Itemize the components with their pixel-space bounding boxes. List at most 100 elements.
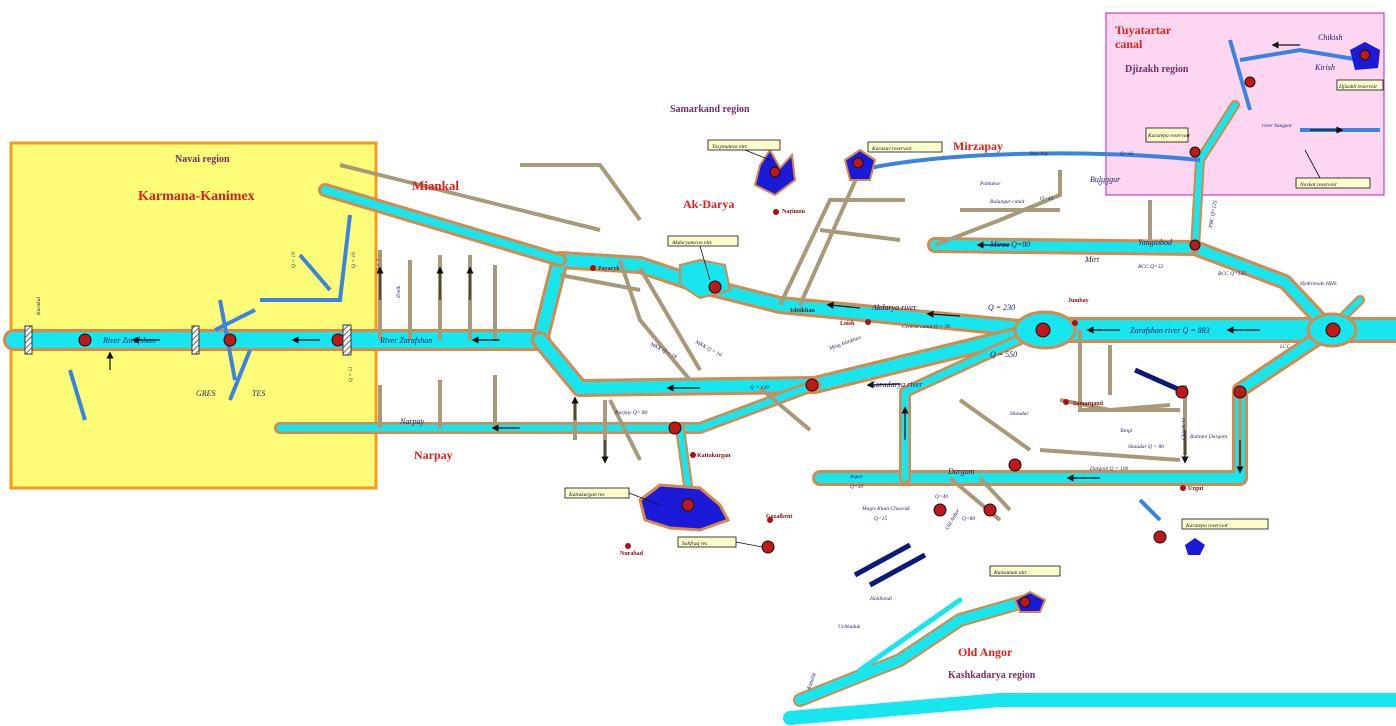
label-q-19: Q = 19	[291, 252, 297, 268]
gates	[24, 324, 352, 356]
callout-navkat-res-text: Navkat reservoir	[1299, 182, 1338, 188]
town-dots	[590, 209, 1186, 549]
callout-karatepa-small: Karatepa reservoir	[1145, 127, 1191, 143]
callout-djizakh-res-text: Djizakh reservoir	[1338, 84, 1378, 90]
callout-karatepa-res: Karatepa reservoir	[1181, 518, 1269, 530]
station	[78, 333, 92, 347]
label-samarkand-region: Samarkand region	[670, 104, 750, 115]
secondary-canals	[339, 163, 1242, 522]
label-q-16: Q=16	[1120, 151, 1133, 157]
label-ming-ishtikhan: Ming Ishtikhan	[828, 335, 863, 353]
station	[933, 503, 947, 517]
callout-tosymateza: Tosymateza nitr.	[707, 139, 781, 161]
label-river-sangzar: river Sangzar	[1262, 123, 1293, 129]
label-tuyatartar-canal: canal	[1115, 37, 1143, 51]
label-yangi: Yangi	[1120, 428, 1133, 434]
label-hydronode: Hydronode HHS	[1299, 281, 1337, 287]
station	[1153, 530, 1167, 544]
station	[681, 498, 695, 512]
label-dargom: Dargom	[947, 467, 975, 476]
station	[331, 333, 345, 347]
label-mirza: Mirza Q=80	[989, 240, 1030, 249]
label-bulungur-canal: Bulungur canal	[990, 199, 1025, 205]
callout-karatepa-small-text: Karatepa reservoir	[1147, 133, 1191, 139]
label-pbc: PBC Q=125	[1208, 200, 1219, 230]
callout-tosymateza-text: Tosymateza nitr.	[712, 144, 748, 150]
label-yangiobod: Yangiobod	[1138, 238, 1173, 247]
station	[761, 540, 775, 554]
label-hanbandi: Hanbandi	[869, 596, 892, 602]
label-chiroq: Chirakchi	[1181, 418, 1187, 440]
label-q-230: Q = 230	[988, 303, 1015, 312]
station	[1175, 385, 1189, 399]
label-urgut: Urgut	[1188, 486, 1203, 492]
label-samarqand: Samarqand	[1073, 401, 1104, 407]
label-aspor: Aspor	[849, 474, 864, 480]
callout-navkat-res: Navkat reservoir	[1295, 149, 1371, 189]
station	[852, 157, 864, 169]
callout-sahfraq-res: Sahfraq res	[677, 536, 763, 548]
label-djizakh-region: Djizakh region	[1125, 64, 1189, 75]
label-tuyatartar: Tuyatartar	[1115, 23, 1172, 37]
label-karadarya-river: Karadarya river	[869, 380, 924, 389]
label-shaudar-q: Shaudar Q = 80	[1128, 444, 1164, 450]
label-bcc: BCC Q=125	[1218, 271, 1246, 277]
label-tes: TES	[252, 389, 265, 398]
river-labels: Zarafshan river Q = 883 River Zarafshan …	[36, 33, 1342, 692]
label-old-anhor: Old Anhor	[945, 507, 962, 531]
label-river-zarafshan-west: River Zarafshan	[102, 336, 155, 345]
label-mirzapay: Mirzapay	[953, 139, 1003, 153]
label-q-10: Q=10	[1040, 196, 1053, 202]
akdarya-reservoir	[679, 258, 732, 300]
label-q-7: Q = 7	[376, 259, 382, 272]
callout-djizakh-res: Djizakh reservoir	[1336, 79, 1384, 91]
djizakh-region-zone	[1105, 12, 1385, 196]
station	[1035, 322, 1051, 338]
label-narpay: Narpay	[414, 448, 453, 462]
label-lcc: LCC	[1279, 344, 1291, 350]
callout-kattakurgan-res-text: Kattakurgan res	[568, 492, 605, 498]
station	[805, 378, 819, 392]
label-mkk: МКК Q = 18	[648, 341, 678, 361]
label-zhelk: Zhelk	[396, 285, 402, 298]
label-q-1: Q=1	[1098, 181, 1109, 187]
label-q-15: Q=15	[874, 516, 887, 522]
flow-arrows	[106, 41, 1344, 482]
callout-kunsaman-text: Kunsaman nitr.	[993, 570, 1028, 576]
label-nurabad: Nurabad	[620, 551, 644, 557]
label-bcc-32: BCC Q=32	[1138, 264, 1164, 270]
label-magic-khan: Magis Khan Chaorak	[861, 506, 910, 512]
station	[1325, 322, 1341, 338]
label-q-40: Q=40	[935, 493, 948, 500]
label-q-11: Q = 11	[348, 366, 354, 382]
label-river-zarafshan: River Zarafshan	[379, 336, 432, 345]
station	[1019, 596, 1031, 608]
station	[223, 333, 237, 347]
callout-karasuv: Karasuv reservoir	[867, 141, 943, 153]
station	[708, 280, 722, 294]
station	[668, 421, 682, 435]
station	[1244, 76, 1256, 88]
callout-karatepa-res-text: Karatepa reservoir	[1185, 523, 1229, 529]
label-pahtakor: Pahtakor	[979, 181, 1001, 187]
label-shaudar: Shaudar	[1010, 411, 1030, 417]
label-zarafshan-main: Zarafshan river Q = 883	[1130, 326, 1210, 335]
label-q-16b: Q = 16	[351, 252, 357, 268]
label-loish: Loish	[840, 321, 855, 327]
label-q-130: Q = 130	[750, 385, 769, 391]
callout-sahfraq-res-text: Sahfraq res	[682, 540, 707, 547]
label-mir: Mirt	[1084, 255, 1100, 264]
station	[983, 503, 997, 517]
callout-kunsaman: Kunsaman nitr.	[989, 565, 1061, 577]
label-ishtikhan: Ishtikhan	[790, 308, 815, 314]
callout-karasuv-text: Karasuv reservoir	[871, 146, 913, 152]
callouts: Tosymateza nitr. Karasuv reservoir Akdar…	[564, 79, 1384, 577]
label-bulungur: Bulungur	[1090, 175, 1121, 184]
label-karakul: Karakul	[36, 297, 42, 317]
label-q-80: Q=80	[962, 516, 975, 522]
label-gozalkent: Gozalkent	[766, 514, 792, 520]
label-jumbay: Jumbay	[1068, 298, 1089, 304]
label-kashkadarya-region: Kashkadarya region	[948, 670, 1036, 681]
label-miankal: Miankal	[412, 178, 459, 193]
